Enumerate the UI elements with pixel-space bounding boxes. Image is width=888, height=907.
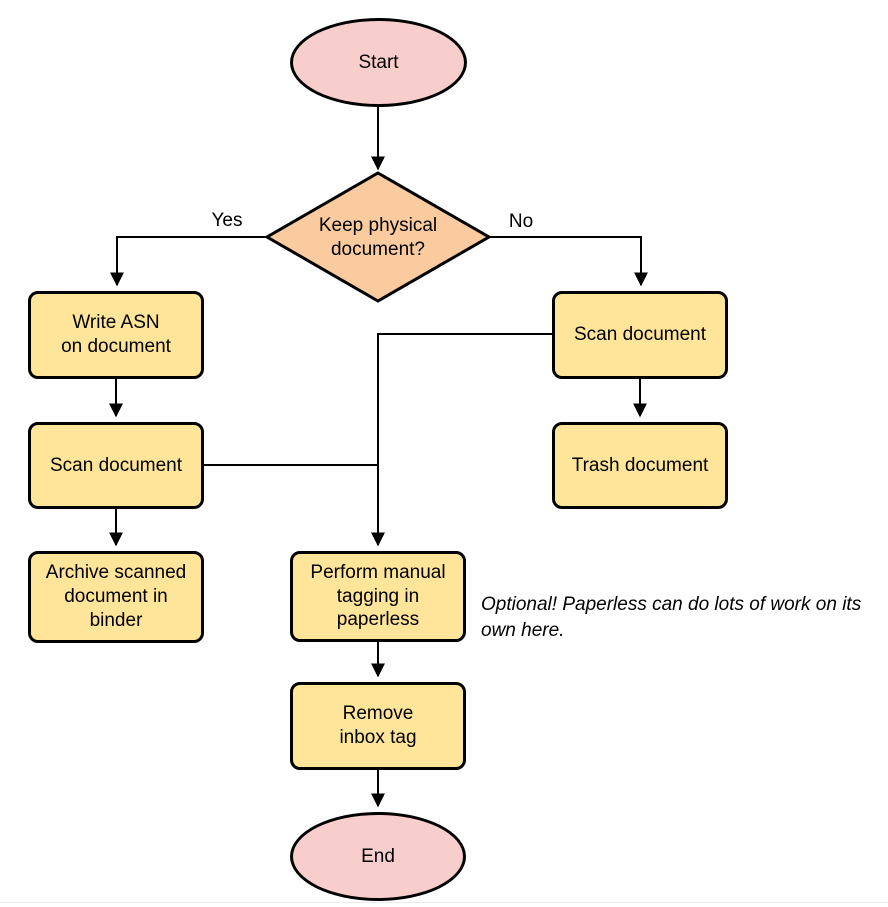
node-scan-document-left-label: Scan document bbox=[49, 454, 183, 476]
node-start-label: Start bbox=[358, 51, 399, 73]
edge-decision-yes-to-write-asn bbox=[110, 236, 267, 287]
node-manual-tagging-label: Perform manual tagging in paperless bbox=[310, 561, 446, 631]
node-archive-in-binder: Archive scanned document in binder bbox=[28, 551, 204, 643]
node-write-asn-label: Write ASN on document bbox=[61, 312, 171, 357]
decision-diamond-shape bbox=[263, 171, 493, 303]
node-manual-tagging: Perform manual tagging in paperless bbox=[290, 551, 466, 642]
edge-label-no: No bbox=[506, 211, 536, 233]
edge-scan-right-to-tagging bbox=[371, 333, 552, 547]
bottom-divider bbox=[0, 902, 888, 903]
node-scan-document-right: Scan document bbox=[552, 291, 728, 379]
edge-decision-no-to-scan-right bbox=[489, 236, 648, 287]
node-start: Start bbox=[290, 18, 467, 107]
node-remove-inbox-tag-label: Remove inbox tag bbox=[339, 703, 417, 748]
node-end: End bbox=[290, 812, 466, 901]
node-trash-document: Trash document bbox=[552, 422, 728, 509]
node-decision: Keep physical document? bbox=[268, 175, 488, 301]
node-scan-document-right-label: Scan document bbox=[573, 324, 707, 346]
node-archive-in-binder-label: Archive scanned document in binder bbox=[45, 562, 187, 631]
node-write-asn: Write ASN on document bbox=[28, 291, 204, 379]
optional-note: Optional! Paperless can do lots of work … bbox=[481, 594, 862, 641]
edge-label-yes: Yes bbox=[209, 210, 245, 232]
node-end-label: End bbox=[361, 845, 395, 867]
node-decision-label: Keep physical document? bbox=[318, 215, 438, 260]
node-scan-document-left: Scan document bbox=[28, 422, 204, 509]
node-remove-inbox-tag: Remove inbox tag bbox=[290, 682, 466, 770]
node-trash-document-label: Trash document bbox=[571, 454, 709, 476]
